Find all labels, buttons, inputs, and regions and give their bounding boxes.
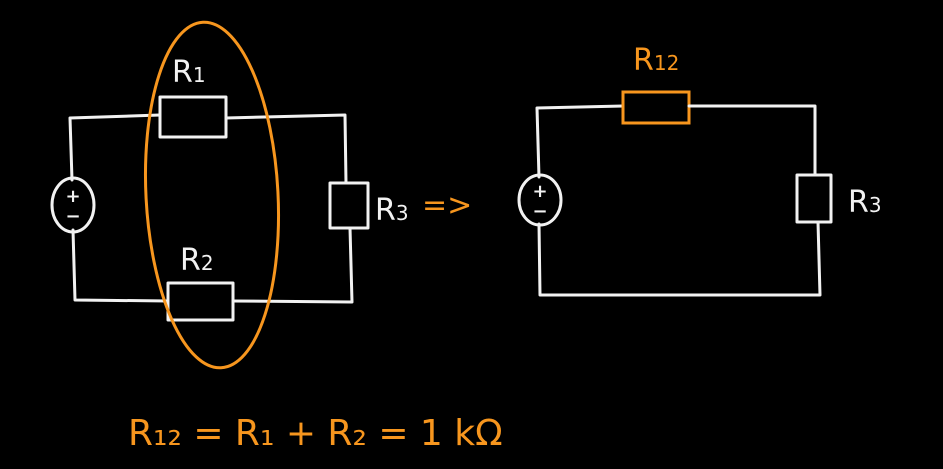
r3-label: R3	[848, 185, 882, 220]
plus-sign: +	[532, 181, 547, 202]
equivalence-arrow: =>	[422, 188, 472, 223]
resistor-r12	[621, 90, 691, 125]
wire	[537, 220, 822, 297]
resistor-r2	[166, 281, 235, 322]
resistor-r3	[328, 181, 370, 230]
r2-label: R2	[180, 243, 214, 278]
left-circuit: + − R1 R2 R3	[50, 20, 409, 370]
resistor-r3	[795, 173, 833, 224]
series-highlight-ellipse	[143, 20, 281, 370]
minus-sign: −	[65, 206, 80, 227]
wire	[68, 113, 162, 182]
r1-label: R1	[172, 55, 206, 90]
wire	[687, 104, 817, 177]
right-circuit: + − R12 R3	[517, 43, 882, 297]
wire	[71, 228, 170, 303]
wire	[535, 104, 625, 179]
r12-label: R12	[633, 43, 679, 78]
wire	[224, 113, 348, 185]
equation: R₁₂ = R₁ + R₂ = 1 kΩ	[128, 413, 503, 454]
voltage-source	[517, 173, 563, 227]
minus-sign: −	[532, 201, 547, 222]
voltage-source	[50, 176, 96, 234]
resistor-r1	[158, 95, 228, 139]
r3-label: R3	[375, 193, 409, 228]
wire	[231, 226, 354, 304]
plus-sign: +	[65, 186, 80, 207]
